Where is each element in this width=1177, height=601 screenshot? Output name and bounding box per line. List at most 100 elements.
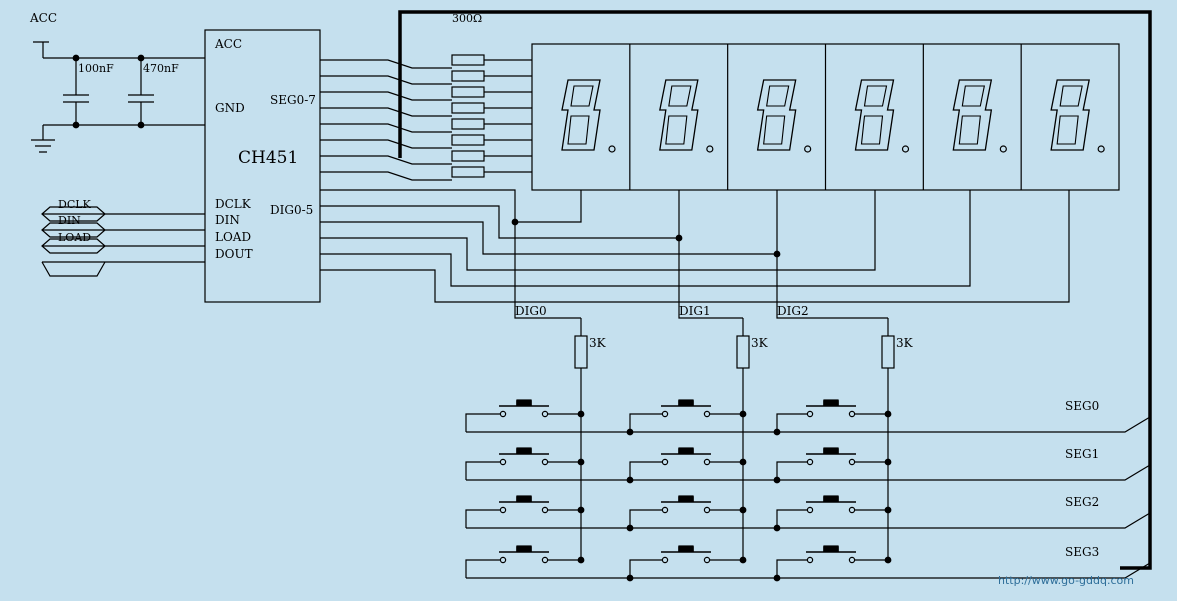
cap1-label: 100nF	[78, 62, 114, 75]
key-switch	[776, 495, 888, 528]
keypad-seg-label: SEG3	[1065, 545, 1099, 559]
segment-resistor	[451, 86, 485, 98]
key-switch	[465, 495, 581, 528]
pin-seg-label: SEG0-7	[270, 93, 316, 107]
segment-resistor	[451, 102, 485, 114]
decimal-point	[1097, 145, 1105, 153]
serial-bus: DCLK DIN LOAD	[41, 198, 205, 277]
segment-wire	[320, 91, 532, 101]
junction-dot	[884, 506, 892, 514]
key-switch	[776, 399, 888, 432]
keypad-dig-label: DIG1	[679, 304, 711, 318]
seven-segment-display	[531, 43, 1120, 191]
segment-wire	[320, 155, 532, 165]
pullup-resistor	[736, 335, 750, 369]
junction-dot	[577, 506, 585, 514]
display-digit	[922, 44, 1007, 190]
digit-outline	[952, 79, 993, 151]
keypad-dig-label: DIG0	[515, 304, 547, 318]
bus-dout-arrow	[41, 261, 106, 277]
junction-dot	[884, 410, 892, 418]
junction-dot	[773, 476, 781, 484]
digit-segment-inner	[567, 85, 594, 145]
segment-resistor	[451, 166, 485, 178]
digit-segment-inner	[860, 85, 888, 145]
pullup-resistor	[574, 335, 588, 369]
keypad-seg-label: SEG2	[1065, 495, 1099, 509]
bus-din-arrow	[41, 222, 106, 238]
chip-body	[204, 29, 321, 303]
key-switch	[465, 447, 581, 480]
dig-wire	[320, 190, 680, 239]
decimal-point	[804, 145, 812, 153]
segment-bus	[320, 54, 532, 181]
keypad-seg-label: SEG0	[1065, 399, 1099, 413]
digit-segment-inner	[958, 85, 986, 145]
resistor-value-label: 3K	[589, 336, 607, 350]
key-switch	[465, 399, 581, 432]
junction-dot	[577, 410, 585, 418]
row-wire	[466, 416, 1151, 433]
junction-dot	[884, 556, 892, 564]
capacitor-470nf	[128, 58, 154, 125]
segment-resistor	[451, 118, 485, 130]
decimal-point	[901, 145, 910, 153]
dig2-tap	[776, 254, 888, 319]
pullup-resistor	[881, 335, 895, 369]
segment-bus-thick	[398, 10, 1152, 570]
pin-dout-label: DOUT	[215, 247, 253, 261]
row-wire	[466, 562, 1151, 579]
pin-dclk-label: DCLK	[215, 197, 252, 211]
display-digit	[727, 44, 812, 190]
key-switch	[629, 447, 743, 480]
segment-resistor	[451, 134, 485, 146]
digit-outline	[756, 79, 797, 151]
segment-wire	[320, 59, 532, 69]
junction-dot	[773, 524, 781, 532]
junction-dot	[626, 476, 634, 484]
digit-outline	[659, 79, 699, 151]
dig-wire	[320, 190, 876, 271]
segment-resistor	[451, 70, 485, 82]
junction-dot	[577, 458, 585, 466]
segment-resistor	[451, 54, 485, 66]
dig-wire	[320, 190, 778, 255]
junction-dot	[884, 458, 892, 466]
segment-wire	[320, 107, 532, 117]
segment-wire	[320, 171, 532, 181]
segment-wire	[320, 75, 532, 85]
digit-segment-inner	[665, 85, 692, 145]
cap2-label: 470nF	[143, 62, 179, 75]
junction-dot	[72, 121, 80, 129]
junction-dot	[626, 428, 634, 436]
decimal-point	[706, 145, 714, 153]
junction-dot	[739, 410, 747, 418]
dig0-tap	[514, 222, 581, 319]
junction-dot	[739, 506, 747, 514]
pin-gnd-label: GND	[215, 101, 245, 115]
key-switch	[629, 545, 743, 578]
keypad-seg-label: SEG1	[1065, 447, 1099, 461]
dig-wire	[320, 190, 971, 287]
vcc-wire	[33, 41, 205, 59]
ch451-chip: ACC GND SEG0-7 CH451 DCLK DIN LOAD DOUT …	[204, 29, 321, 303]
dig-wire	[320, 190, 1070, 303]
key-switch	[629, 399, 743, 432]
pin-vcc-label: ACC	[214, 37, 242, 51]
keypad-dig-label: DIG2	[777, 304, 809, 318]
digit-outline	[1050, 79, 1090, 151]
power-section: ACC 100nF 470nF	[29, 11, 205, 153]
key-switch	[776, 545, 888, 578]
decimal-point	[999, 145, 1007, 153]
chip-name: CH451	[238, 148, 298, 168]
segment-wire	[320, 123, 532, 133]
junction-dot	[626, 574, 634, 582]
digit-outline	[854, 79, 895, 151]
dig1-tap	[678, 238, 743, 319]
bus-load-arrow	[41, 238, 106, 254]
vcc-label: ACC	[29, 11, 57, 25]
segment-resistor	[451, 150, 485, 162]
row-wire	[466, 512, 1151, 529]
junction-dot	[137, 121, 145, 129]
